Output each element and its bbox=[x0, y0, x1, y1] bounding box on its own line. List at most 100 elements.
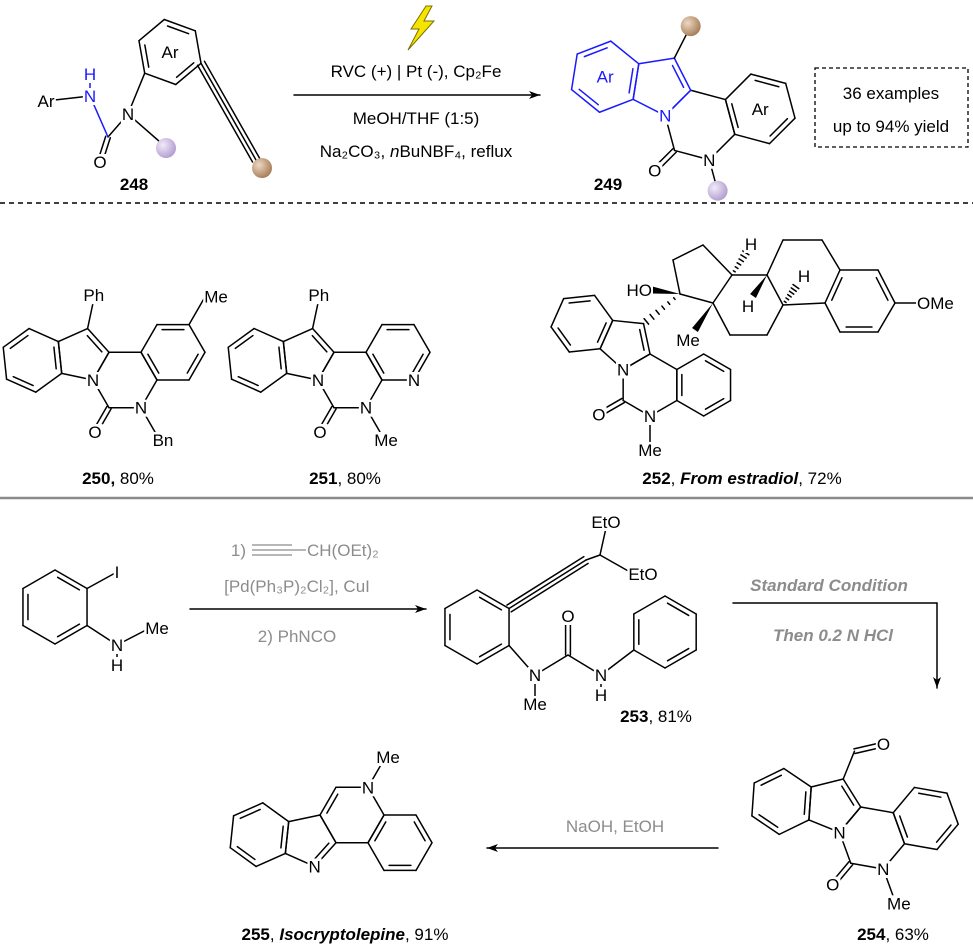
bond bbox=[824, 269, 841, 304]
label-mask bbox=[560, 608, 576, 625]
bond bbox=[898, 815, 909, 838]
bond bbox=[913, 786, 948, 794]
label-mask bbox=[113, 564, 121, 581]
bond bbox=[649, 353, 678, 371]
bond bbox=[785, 297, 790, 301]
atom-label-h: H bbox=[84, 65, 96, 84]
bond bbox=[667, 301, 671, 306]
atom-label-o: O bbox=[826, 876, 839, 895]
bond bbox=[230, 378, 262, 393]
label-mask bbox=[916, 295, 955, 312]
arrowhead-icon bbox=[933, 677, 941, 688]
bond bbox=[638, 328, 645, 351]
bond bbox=[138, 39, 146, 74]
bond bbox=[672, 259, 681, 295]
bond bbox=[583, 47, 608, 58]
bond bbox=[808, 786, 812, 821]
step3-base: NaOH, EtOH bbox=[566, 817, 664, 836]
atom-label-n: N bbox=[408, 371, 420, 390]
label-mask bbox=[120, 106, 136, 123]
compound-253-label: 253, 81% bbox=[620, 707, 692, 726]
bond bbox=[568, 300, 591, 304]
separator: , bbox=[270, 925, 279, 944]
atom-label-n: N bbox=[833, 823, 845, 842]
bond bbox=[853, 742, 881, 750]
bond bbox=[673, 32, 688, 59]
bond bbox=[570, 88, 601, 113]
atom-label-o: O bbox=[93, 153, 106, 172]
bond bbox=[2, 327, 30, 349]
n-substituent-ball-icon bbox=[707, 180, 728, 201]
atom-label-me: Me bbox=[887, 894, 911, 913]
bond bbox=[633, 595, 666, 615]
atom-label-n: N bbox=[111, 636, 123, 655]
bond bbox=[724, 73, 752, 101]
atom-label-ph: Ph bbox=[308, 286, 329, 305]
wedge-bond bbox=[651, 286, 680, 294]
bond bbox=[633, 649, 666, 669]
bond bbox=[280, 825, 284, 849]
reaction-arrow-hydrolysis bbox=[486, 844, 719, 852]
bond bbox=[661, 305, 666, 311]
compound-number: 251 bbox=[309, 469, 337, 488]
atom-label-me: Me bbox=[204, 288, 228, 307]
bond bbox=[188, 297, 205, 326]
bond bbox=[783, 300, 787, 304]
bond bbox=[596, 322, 607, 343]
atom-label-h: H bbox=[742, 297, 754, 316]
bond bbox=[704, 360, 725, 373]
bond bbox=[753, 767, 785, 784]
bond bbox=[936, 823, 959, 851]
label-mask bbox=[832, 824, 847, 842]
compound-yield: , 80% bbox=[337, 469, 380, 488]
bond bbox=[227, 327, 255, 349]
bond bbox=[56, 623, 81, 638]
label-mask bbox=[616, 361, 631, 379]
label-mask bbox=[876, 861, 891, 879]
label-mask bbox=[647, 162, 663, 180]
arrowhead-icon bbox=[529, 91, 540, 99]
bond bbox=[778, 819, 810, 836]
bond bbox=[415, 841, 433, 872]
bond bbox=[593, 294, 614, 322]
step2-condition: Standard Condition bbox=[750, 576, 908, 595]
bond bbox=[664, 649, 697, 669]
bond bbox=[319, 786, 337, 816]
atom-label-n: N bbox=[308, 857, 320, 876]
label-mask bbox=[658, 107, 673, 125]
bond bbox=[237, 375, 259, 387]
bond bbox=[253, 327, 285, 343]
bond bbox=[790, 287, 798, 293]
atom-label-eto: EtO bbox=[591, 513, 620, 532]
step1-acetal: CH(OEt)₂ bbox=[307, 541, 379, 560]
atom-label-n: N bbox=[659, 107, 671, 126]
bond bbox=[194, 30, 202, 65]
label-mask bbox=[625, 282, 653, 299]
bond bbox=[676, 399, 705, 417]
bond bbox=[766, 239, 784, 276]
label-mask bbox=[375, 749, 401, 767]
bond bbox=[56, 576, 81, 591]
bond bbox=[736, 262, 742, 266]
bond bbox=[803, 791, 807, 816]
bond bbox=[935, 824, 952, 843]
bond bbox=[415, 814, 433, 844]
bond bbox=[734, 133, 771, 145]
label-mask bbox=[591, 406, 607, 424]
bond bbox=[599, 527, 607, 556]
label-mask bbox=[796, 268, 812, 285]
bond bbox=[200, 62, 257, 161]
bond bbox=[282, 327, 314, 343]
bond bbox=[278, 346, 282, 370]
bond bbox=[841, 785, 855, 806]
bond bbox=[784, 82, 796, 119]
atom-label-n: N bbox=[617, 361, 629, 380]
bond bbox=[53, 346, 57, 370]
bond bbox=[365, 351, 383, 381]
compound-248-label: 248 bbox=[120, 175, 148, 194]
bond bbox=[174, 62, 202, 86]
